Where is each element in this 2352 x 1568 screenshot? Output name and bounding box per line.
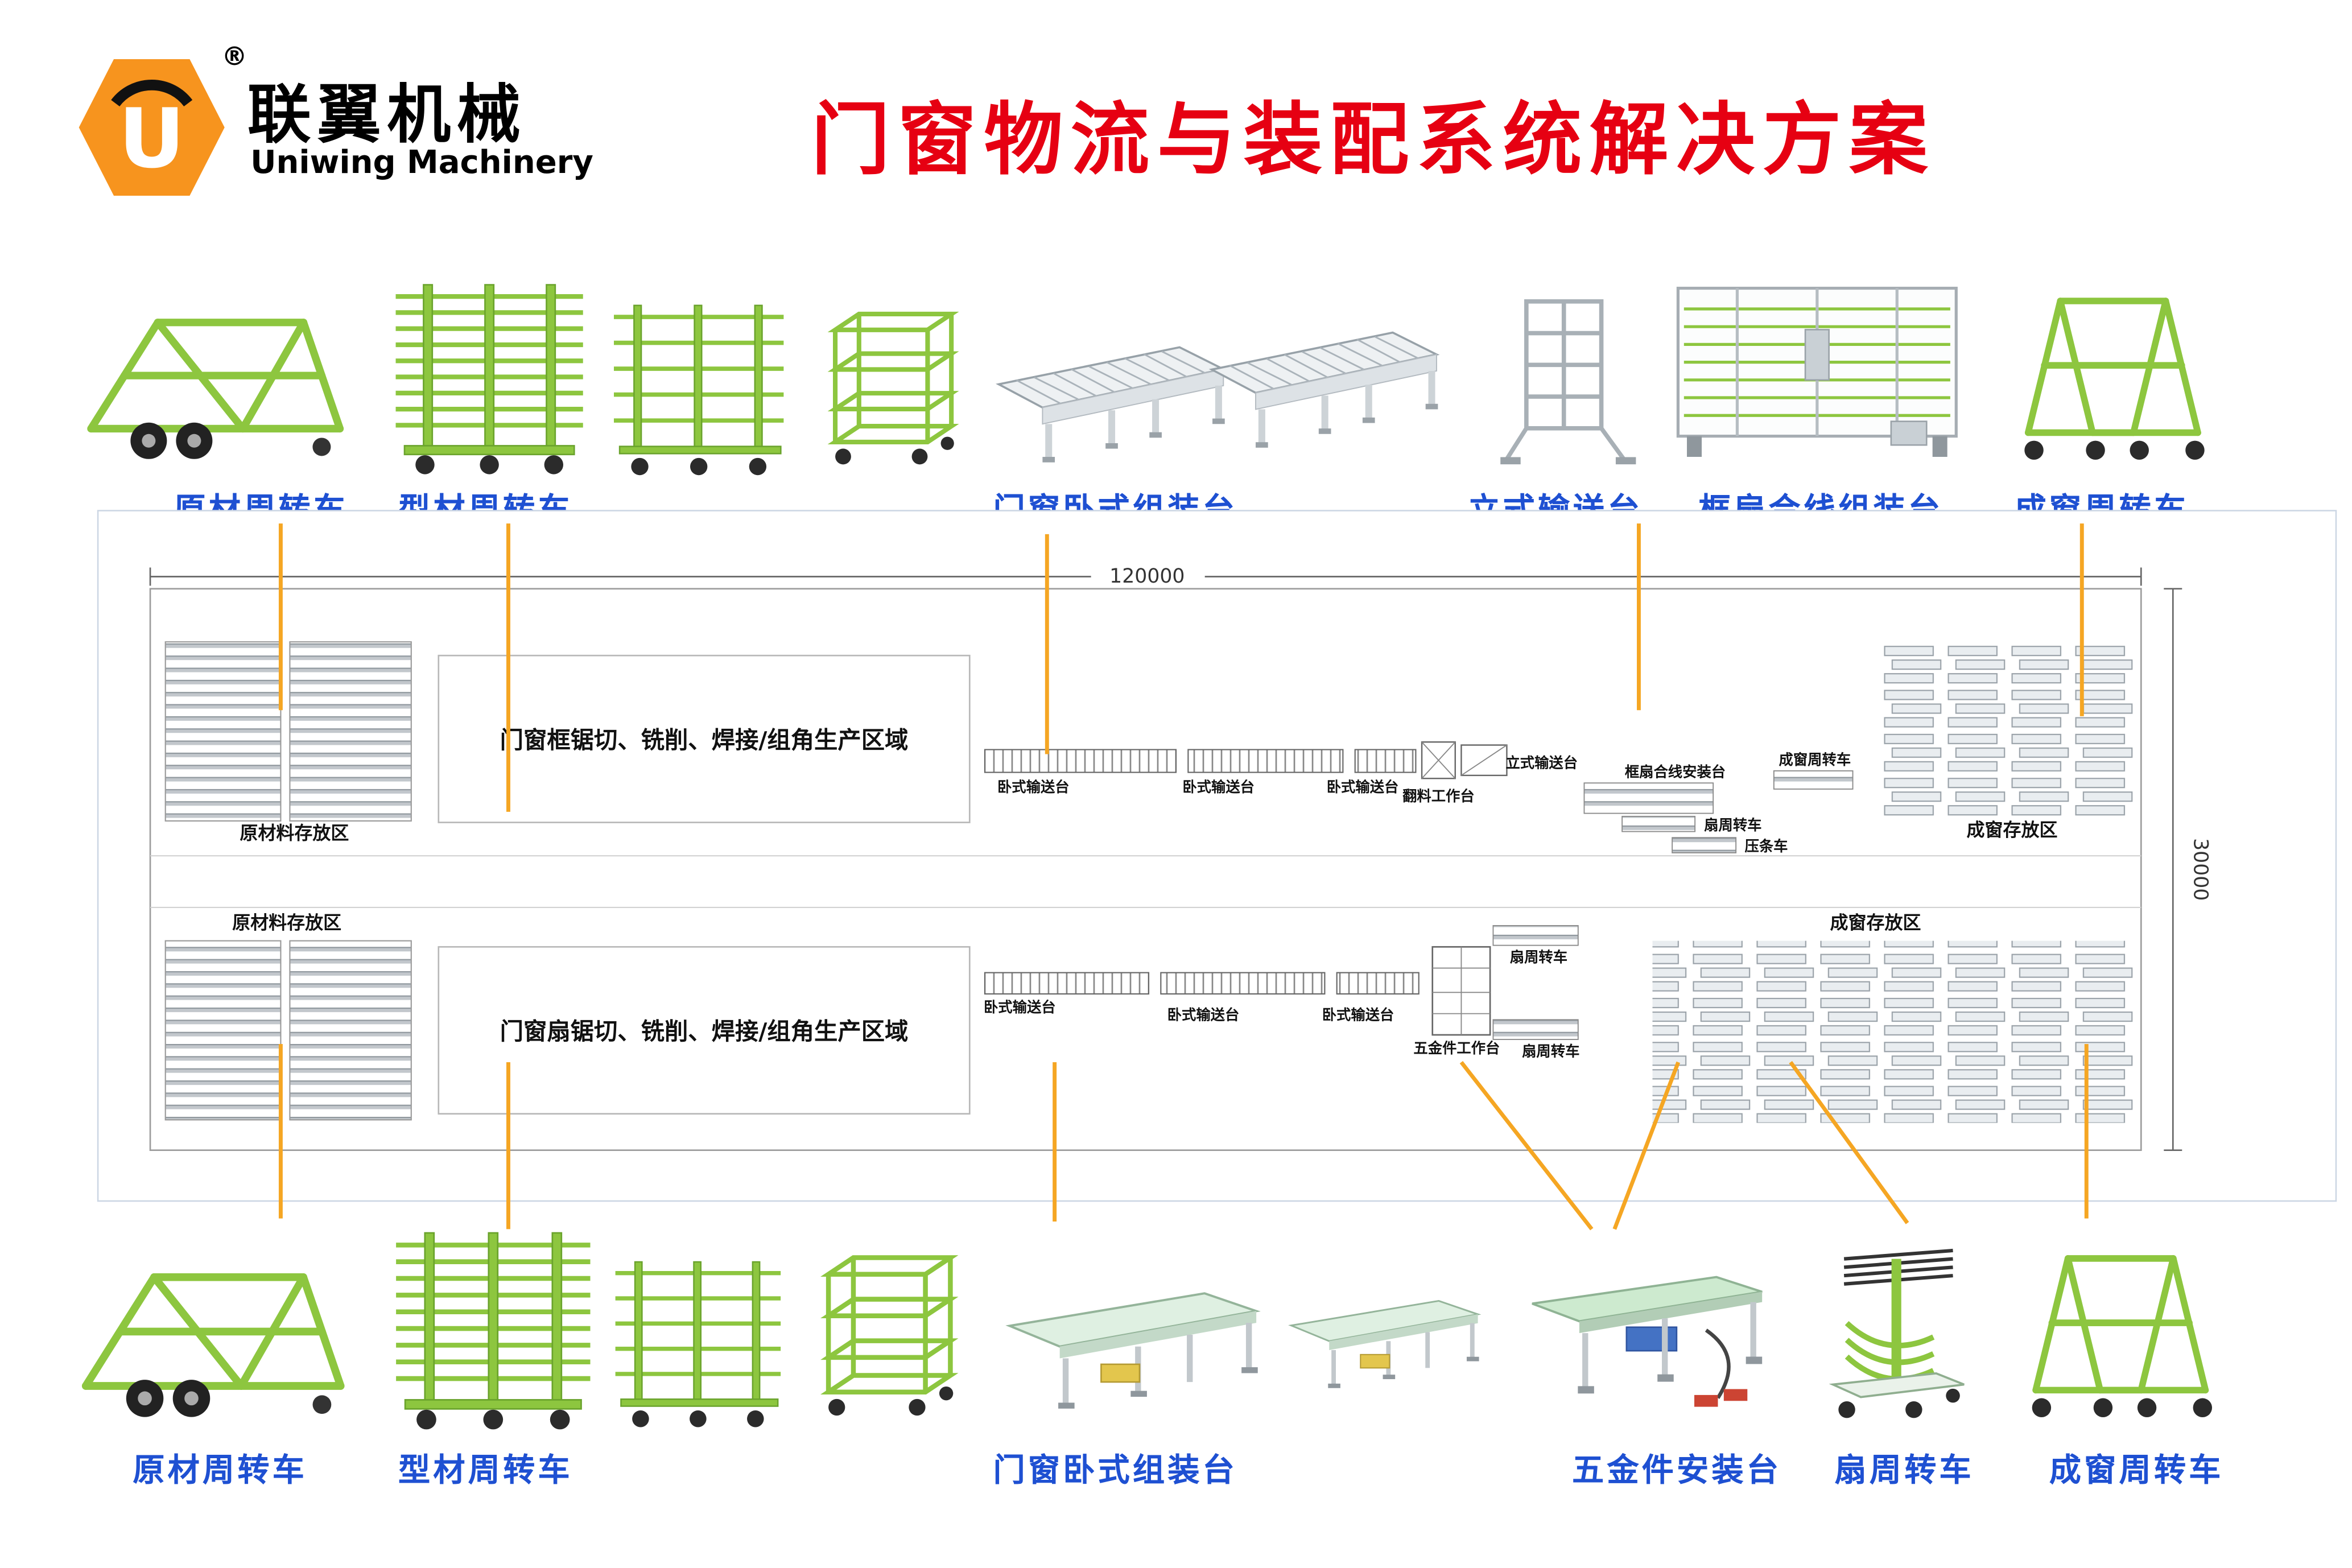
lower-raw-storage-racks [164, 940, 412, 1121]
lower-production-label: 门窗扇锯切、铣削、焊接/组角生产区域 [500, 1018, 909, 1045]
lower-hardware-station-label: 五金件工作台 [1413, 1039, 1500, 1057]
upper-sash-cart [1621, 815, 1696, 832]
lower-production-box [438, 946, 971, 1115]
open-rack-image-top [604, 285, 794, 479]
lower-finished-storage-label: 成窗存放区 [1830, 911, 1921, 933]
lower-sash-cart-upper-label: 扇周转车 [1510, 948, 1567, 965]
upper-conveyor-line [984, 749, 1417, 773]
lower-hardware-station [1431, 946, 1491, 1036]
sash-cart-image-bottom [1813, 1233, 1988, 1427]
lower-finished-storage-grid [1652, 940, 2138, 1123]
plan-height-value: 30000 [2189, 838, 2212, 901]
vertical-conveyor-image-top [1495, 280, 1639, 474]
factory-floor-plan: 120000 30000 原材料存放区 门窗框锯切、铣削、焊接/组角生产区域 卧… [97, 510, 2337, 1202]
logo-letter: U [118, 90, 185, 186]
lower-raw-storage-label: 原材料存放区 [232, 911, 341, 933]
frame-sash-line-machine-image-top [1669, 273, 1965, 473]
upper-finished-cart-label: 成窗周转车 [1779, 751, 1851, 768]
raw-material-cart-image-top [79, 278, 352, 472]
plan-height-dimension [2164, 588, 2182, 1151]
hardware-install-table-image-bottom [1517, 1241, 1775, 1426]
page-title: 门窗物流与装配系统解决方案 [811, 96, 1936, 187]
lower-conveyor-3-label: 卧式输送台 [1322, 1006, 1394, 1023]
company-logo-icon: U [79, 59, 225, 196]
open-rack-image-bottom [607, 1241, 789, 1433]
upper-finished-storage-label: 成窗存放区 [1967, 819, 2058, 841]
upper-conveyor-3-label: 卧式输送台 [1327, 778, 1399, 795]
label-finished-cart-bottom: 成窗周转车 [2049, 1452, 2224, 1489]
label-horizontal-table-bottom: 门窗卧式组装台 [993, 1452, 1238, 1489]
lower-conveyor-1-label: 卧式输送台 [984, 998, 1056, 1016]
upper-conveyor-1-label: 卧式输送台 [997, 778, 1070, 795]
upper-conveyor-2-label: 卧式输送台 [1182, 778, 1255, 795]
upper-flip-table-label: 翻料工作台 [1402, 787, 1475, 804]
upper-raw-storage-label: 原材料存放区 [240, 822, 349, 844]
lower-sash-cart-upper [1492, 925, 1579, 946]
upper-frame-sash-station-label: 框扇合线安装台 [1625, 764, 1726, 781]
horizontal-assembly-table-image-top [979, 291, 1449, 473]
lower-sash-cart-lower-label: 扇周转车 [1522, 1042, 1579, 1059]
upper-production-label: 门窗框锯切、铣削、焊接/组角生产区域 [500, 727, 909, 754]
finished-window-cart-image-bottom [2018, 1233, 2223, 1434]
upper-vertical-conveyor [1460, 744, 1508, 777]
shelf-cart-image-bottom [812, 1226, 971, 1426]
plan-width-value: 120000 [1109, 565, 1185, 588]
upper-bead-cart [1672, 837, 1737, 853]
shelf-cart-image-top [819, 282, 971, 476]
profile-cart-image-top [387, 267, 592, 479]
label-raw-material-cart-bottom: 原材周转车 [133, 1452, 308, 1489]
profile-cart-image-bottom [387, 1211, 599, 1438]
brand-name-cn: 联翼机械 [247, 77, 527, 152]
raw-material-cart-image-bottom [73, 1233, 353, 1427]
upper-production-box [438, 654, 971, 823]
lower-conveyor-line [984, 972, 1420, 995]
upper-flip-table [1421, 741, 1456, 779]
upper-finished-cart [1773, 770, 1854, 790]
upper-sash-cart-label: 扇周转车 [1704, 816, 1761, 833]
horizontal-assembly-table-image-bottom [987, 1241, 1495, 1426]
upper-finished-storage-grid [1880, 640, 2138, 820]
label-sash-cart-bottom: 扇周转车 [1834, 1452, 1974, 1489]
lower-conveyor-2-label: 卧式输送台 [1167, 1006, 1240, 1023]
label-hardware-table-bottom: 五金件安装台 [1572, 1452, 1782, 1489]
upper-vertical-conveyor-label: 立式输送台 [1505, 754, 1578, 771]
upper-raw-storage-racks [164, 641, 412, 822]
lower-sash-cart-lower [1492, 1019, 1579, 1040]
upper-bead-cart-label: 压条车 [1745, 837, 1788, 855]
label-profile-cart-bottom: 型材周转车 [398, 1452, 573, 1489]
upper-frame-sash-station [1583, 782, 1714, 814]
finished-window-cart-image-top [2011, 276, 2215, 476]
brand-name-en: Uniwing Machinery [250, 144, 593, 181]
plan-width-dimension [149, 567, 2142, 586]
registered-trademark: ® [221, 42, 247, 73]
